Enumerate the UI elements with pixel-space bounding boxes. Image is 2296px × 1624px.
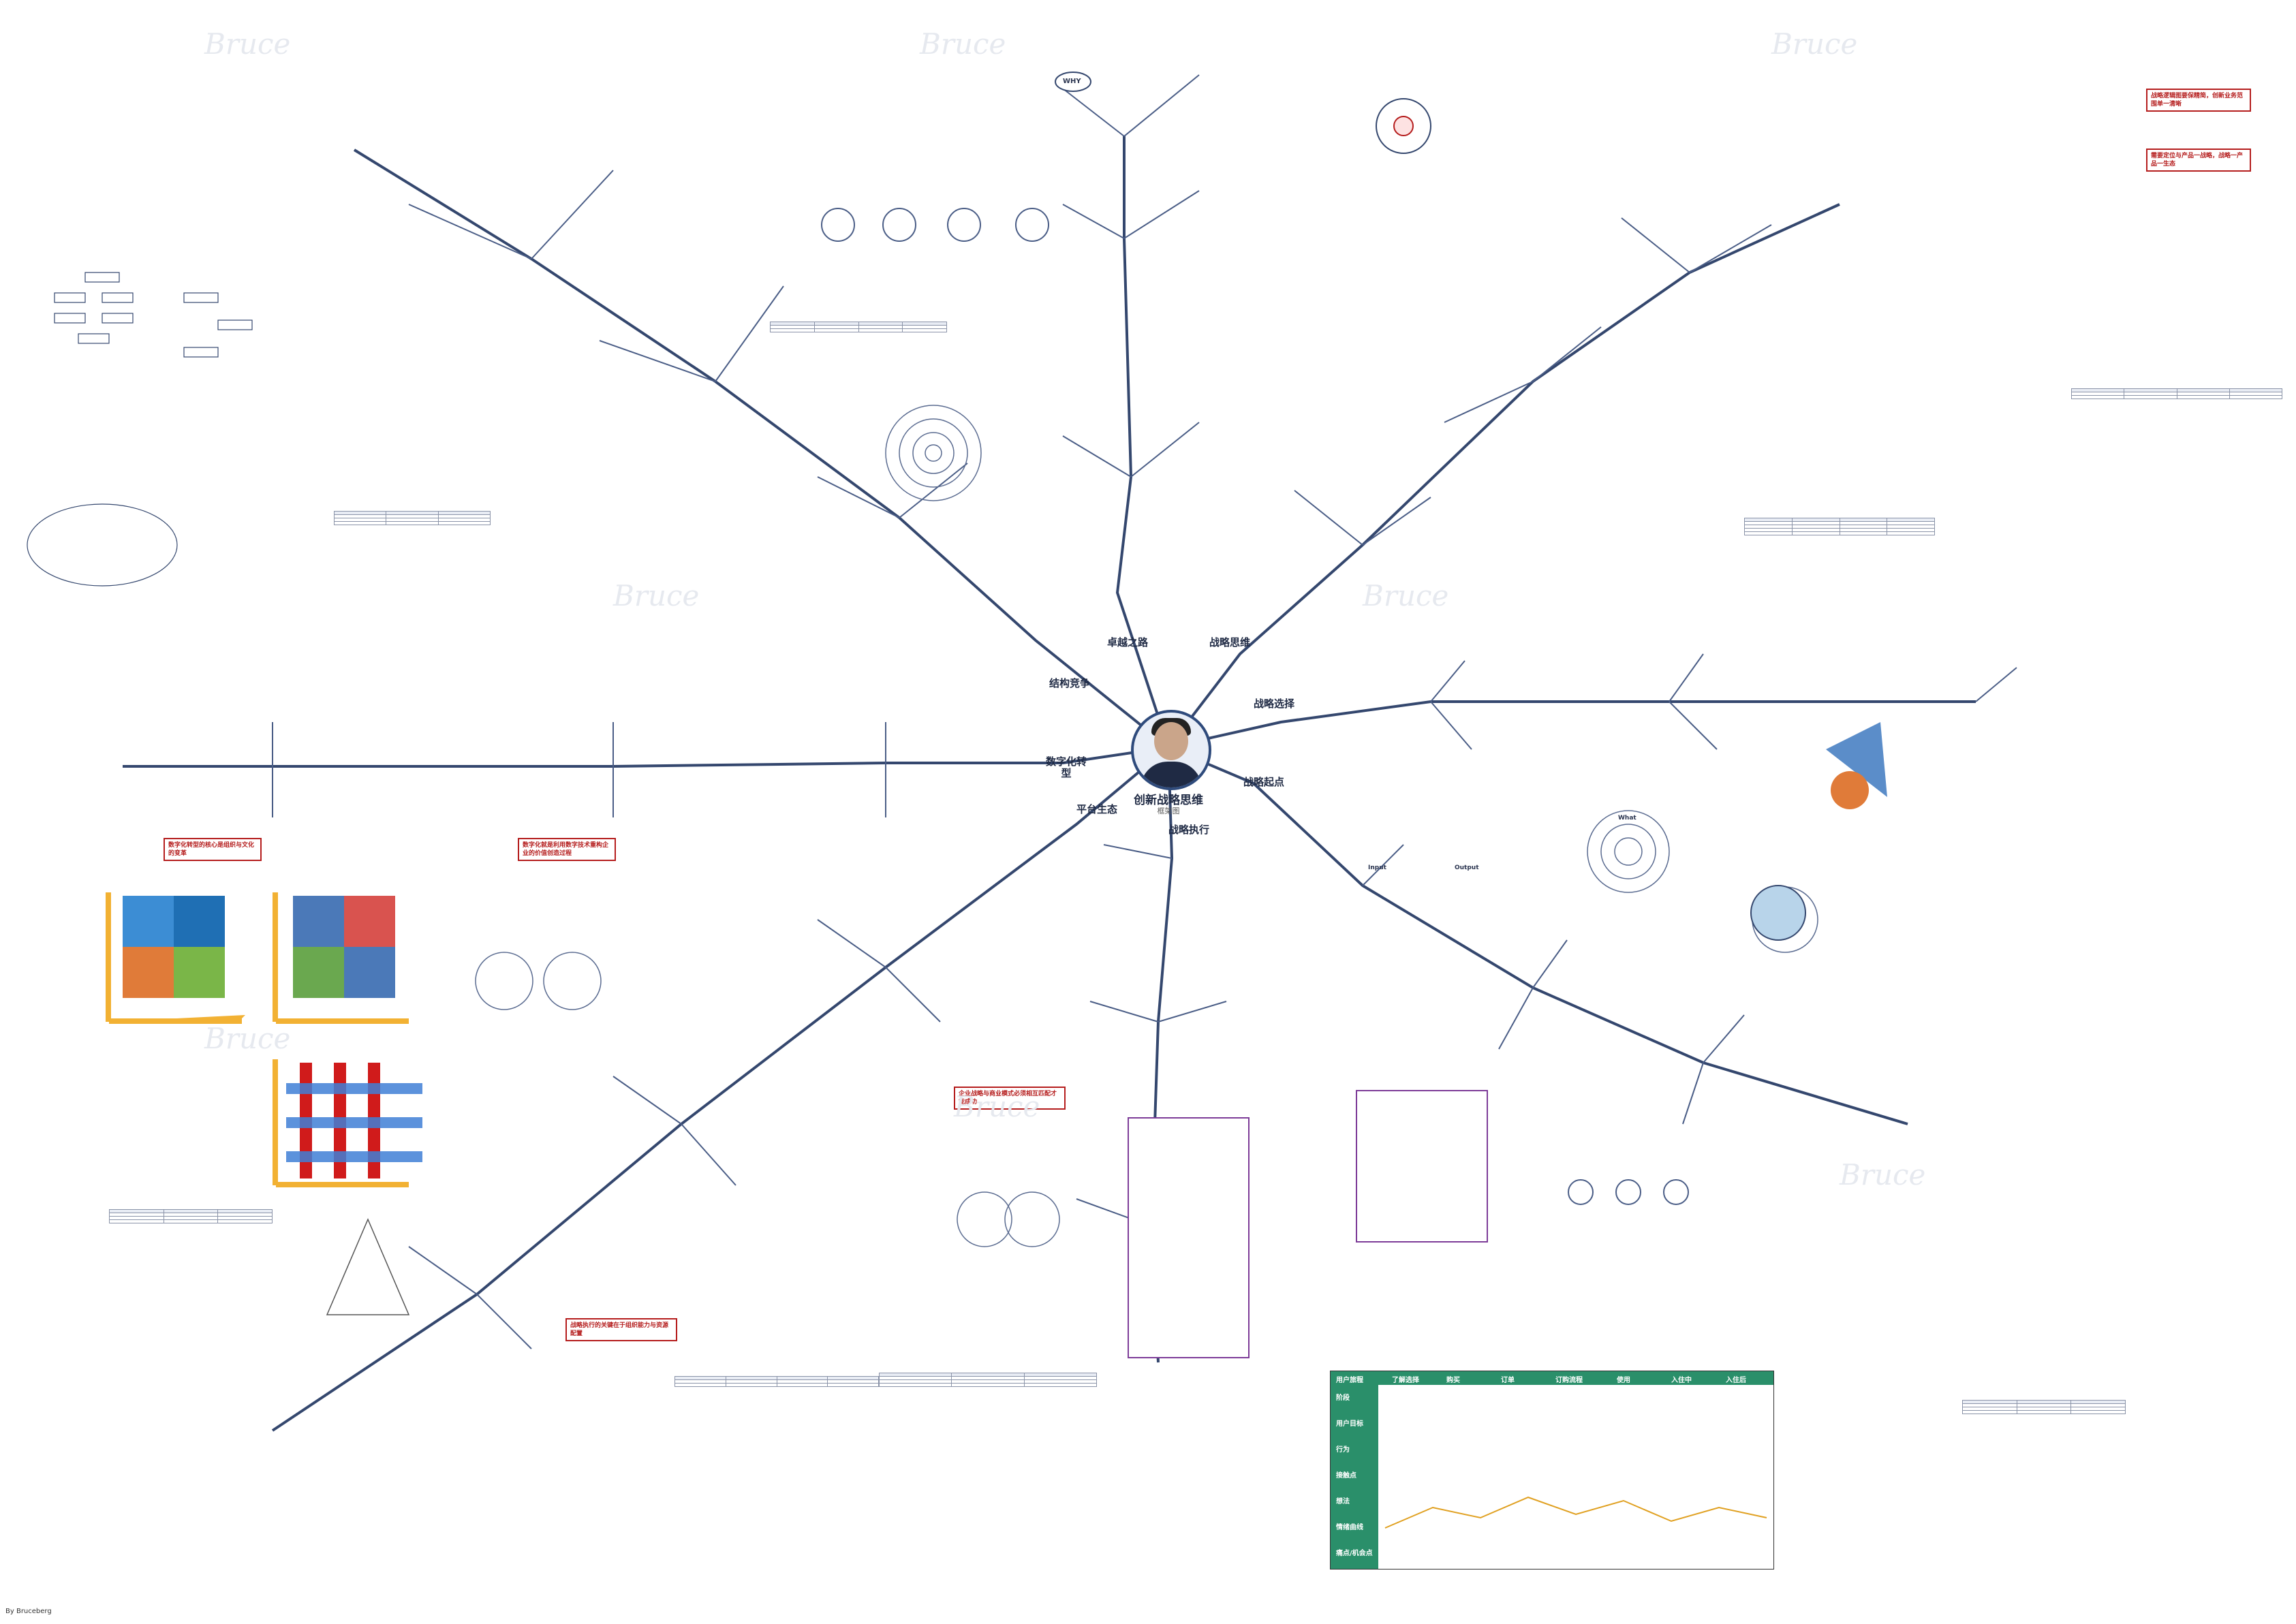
table-right-2 xyxy=(1744,518,1935,535)
journey-row-6: 情绪曲线 xyxy=(1336,1524,1363,1531)
branch-label-structure: 结构竞争 xyxy=(1049,677,1091,689)
red-note-center-left-2: 数字化就是利用数字技术重构企业的价值创造过程 xyxy=(518,838,616,861)
user-journey-map: 用户旅程 了解选择 购买 订单 订购流程 使用 入住中 入住后 阶段 用户目标 … xyxy=(1330,1371,1774,1570)
branch-label-excellence: 卓越之路 xyxy=(1107,636,1149,649)
journey-stage-7: 入住后 xyxy=(1726,1377,1746,1384)
branch-label-platform: 平台生态 xyxy=(1076,803,1118,815)
branch-label-digital: 数字化转型 xyxy=(1046,755,1087,779)
branch-line-upper-right xyxy=(1167,203,1840,749)
table-bottom-1 xyxy=(674,1376,879,1387)
center-title: 创新战略思维 xyxy=(1134,794,1203,807)
red-note-center-left-1: 数字化转型的核心是组织与文化的变革 xyxy=(164,838,262,861)
branch-line-lower-right xyxy=(1168,746,1908,1125)
table-bottom-left xyxy=(109,1209,273,1223)
table-left-1 xyxy=(333,511,491,525)
branch-line-lower-left xyxy=(271,746,1170,1432)
why-label: WHY xyxy=(1063,78,1081,85)
red-note-top-right-2: 需要定位与产品一战略，战略一产品一生态 xyxy=(2146,149,2251,172)
output-label: Output xyxy=(1455,864,1479,871)
journey-row-7: 痛点/机会点 xyxy=(1336,1550,1373,1557)
purple-box-2 xyxy=(1128,1117,1250,1358)
center-avatar xyxy=(1131,710,1211,790)
journey-stage-4: 订购流程 xyxy=(1555,1377,1583,1384)
red-note-bottom-2: 企业战略与商业模式必须相互匹配才能成功 xyxy=(954,1087,1066,1110)
table-top-middle xyxy=(770,322,947,332)
journey-row-3: 行为 xyxy=(1336,1446,1350,1454)
journey-emotion-curve xyxy=(1384,1496,1767,1529)
table-bottom-right xyxy=(1962,1400,2126,1414)
branch-label-thinking: 战略思维 xyxy=(1209,636,1251,649)
purple-box-1 xyxy=(1356,1090,1488,1243)
branch-line-upper-left xyxy=(353,149,1170,749)
red-note-top-right-1: 战略逻辑图要保精简，创新业务范围单一清晰 xyxy=(2146,89,2251,112)
journey-row-5: 想法 xyxy=(1336,1498,1350,1505)
center-subtitle: 框架图 xyxy=(1157,807,1180,815)
journey-row-2: 用户目标 xyxy=(1336,1420,1363,1428)
journey-title: 用户旅程 xyxy=(1336,1377,1363,1384)
credit-text: By Bruceberg xyxy=(5,1608,52,1615)
branch-label-execution: 战略执行 xyxy=(1168,824,1210,836)
journey-stage-2: 购买 xyxy=(1446,1377,1460,1384)
branch-label-start: 战略起点 xyxy=(1243,776,1285,788)
red-note-bottom-1: 战略执行的关键在于组织能力与资源配置 xyxy=(565,1318,677,1341)
journey-row-1: 阶段 xyxy=(1336,1394,1350,1402)
input-label: Input xyxy=(1368,864,1386,871)
table-bottom-2 xyxy=(878,1373,1098,1387)
branch-line-left xyxy=(123,746,1169,768)
branch-label-choice: 战略选择 xyxy=(1254,698,1295,710)
journey-stage-3: 订单 xyxy=(1501,1377,1515,1384)
branch-line-upper xyxy=(1115,136,1170,748)
journey-row-4: 接触点 xyxy=(1336,1472,1356,1480)
what-label: What xyxy=(1618,815,1636,822)
table-right-1 xyxy=(2070,388,2283,399)
journey-stage-1: 了解选择 xyxy=(1392,1377,1419,1384)
journey-stage-5: 使用 xyxy=(1617,1377,1630,1384)
journey-stage-6: 入住中 xyxy=(1671,1377,1692,1384)
